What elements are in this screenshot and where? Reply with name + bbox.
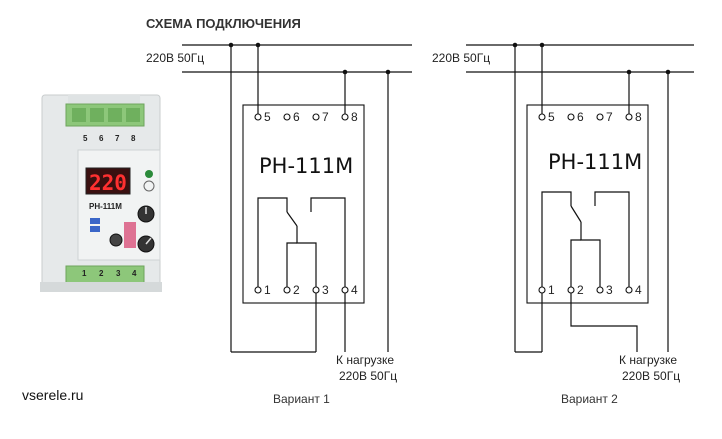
device-top-num-5: 5 bbox=[83, 134, 88, 143]
term-7-v2: 7 bbox=[606, 110, 613, 124]
term-3-v2: 3 bbox=[606, 283, 613, 297]
load-supply-2: 220В 50Гц bbox=[622, 369, 680, 383]
variant-2-caption: Вариант 2 bbox=[561, 392, 618, 406]
term-4-v1: 4 bbox=[351, 283, 358, 297]
device-top-num-6: 6 bbox=[99, 134, 104, 143]
term-8-v2: 8 bbox=[635, 110, 642, 124]
device-photo: 5 6 7 8 220 РН-111М 1 2 3 4 bbox=[40, 94, 162, 292]
term-1-v2: 1 bbox=[548, 283, 555, 297]
device-display: 220 bbox=[89, 171, 127, 195]
variant-2-schematic: 220В 50Гц РН-111М 5 6 7 8 1 2 3 4 bbox=[432, 42, 694, 406]
device-top-num-8: 8 bbox=[131, 134, 136, 143]
device-model: РН-111М bbox=[89, 202, 122, 211]
term-5-v1: 5 bbox=[264, 110, 271, 124]
term-2-v2: 2 bbox=[577, 283, 584, 297]
model-label-2: РН-111М bbox=[548, 150, 642, 174]
device-bottom-num-3: 3 bbox=[116, 269, 121, 278]
diagram-title: СХЕМА ПОДКЛЮЧЕНИЯ bbox=[146, 16, 301, 31]
term-5-v2: 5 bbox=[548, 110, 555, 124]
term-1-v1: 1 bbox=[264, 283, 271, 297]
term-6-v1: 6 bbox=[293, 110, 300, 124]
supply-label-2: 220В 50Гц bbox=[432, 51, 490, 65]
term-2-v1: 2 bbox=[293, 283, 300, 297]
variant-1-caption: Вариант 1 bbox=[273, 392, 330, 406]
term-3-v1: 3 bbox=[322, 283, 329, 297]
supply-label-1: 220В 50Гц bbox=[146, 51, 204, 65]
load-supply-1: 220В 50Гц bbox=[339, 369, 397, 383]
load-label-1: К нагрузке bbox=[336, 353, 394, 367]
load-label-2: К нагрузке bbox=[619, 353, 677, 367]
term-8-v1: 8 bbox=[351, 110, 358, 124]
term-4-v2: 4 bbox=[635, 283, 642, 297]
term-6-v2: 6 bbox=[577, 110, 584, 124]
device-bottom-num-4: 4 bbox=[132, 269, 137, 278]
device-top-num-7: 7 bbox=[115, 134, 120, 143]
device-bottom-num-1: 1 bbox=[82, 269, 87, 278]
device-bottom-num-2: 2 bbox=[99, 269, 104, 278]
term-7-v1: 7 bbox=[322, 110, 329, 124]
variant-1-schematic: 220В 50Гц РН-111М 5 6 7 8 1 2 3 4 bbox=[146, 42, 412, 406]
model-label-1: РН-111М bbox=[259, 154, 353, 178]
site-watermark: vserele.ru bbox=[22, 387, 83, 403]
